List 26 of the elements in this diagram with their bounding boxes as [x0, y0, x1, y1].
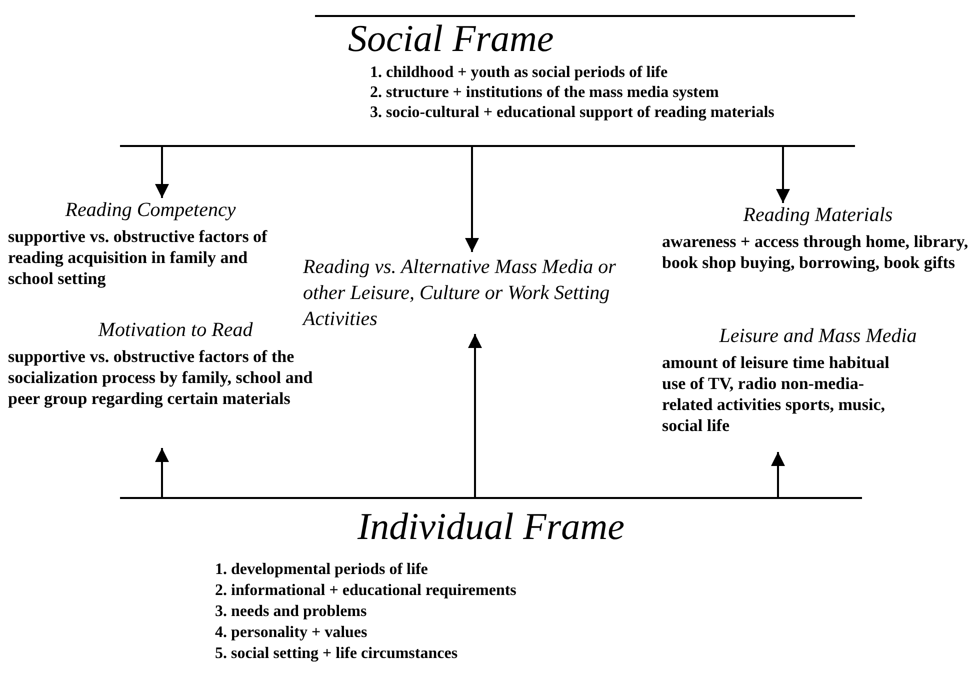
frame-title: Individual Frame — [357, 507, 624, 547]
arrow — [465, 147, 479, 252]
section-text: amount of leisure time habitual use of TV, radio non-media-related activities sports, music, social life — [662, 352, 890, 436]
section-heading: Reading Competency — [65, 198, 236, 222]
section-text: supportive vs. obstructive factors of reading acquisition in family and school setting — [8, 226, 268, 289]
arrow — [468, 334, 482, 497]
frame-band — [120, 15, 855, 147]
section-heading: Leisure and Mass Media — [719, 324, 917, 348]
list-item: 2. informational + educational requirements — [215, 581, 516, 601]
arrow — [776, 147, 790, 203]
frame-title: Social Frame — [348, 19, 554, 59]
list-item: 1. developmental periods of life — [215, 560, 428, 580]
list-item: 3. needs and problems — [215, 602, 367, 622]
arrow — [771, 452, 785, 497]
arrow — [155, 147, 169, 198]
list-item: 4. personality + values — [215, 623, 368, 643]
list-item: 2. structure + institutions of the mass media system — [370, 83, 719, 103]
section-text: awareness + access through home, library, book shop buying, borrowing, book gifts — [662, 231, 970, 273]
arrow — [155, 448, 169, 497]
list-item: 1. childhood + youth as social periods of life — [370, 63, 668, 83]
section-text: supportive vs. obstructive factors of the socialization process by family, school and peer group regarding certain materials — [8, 346, 314, 409]
section-heading: Reading Materials — [743, 203, 893, 227]
section-heading: Motivation to Read — [98, 318, 253, 342]
list-item: 3. socio-cultural + educational support of reading materials — [370, 103, 774, 123]
center-text: Reading vs. Alternative Mass Media or other Leisure, Culture or Work Setting Activities — [303, 255, 617, 332]
list-item: 5. social setting + life circumstances — [215, 644, 458, 664]
